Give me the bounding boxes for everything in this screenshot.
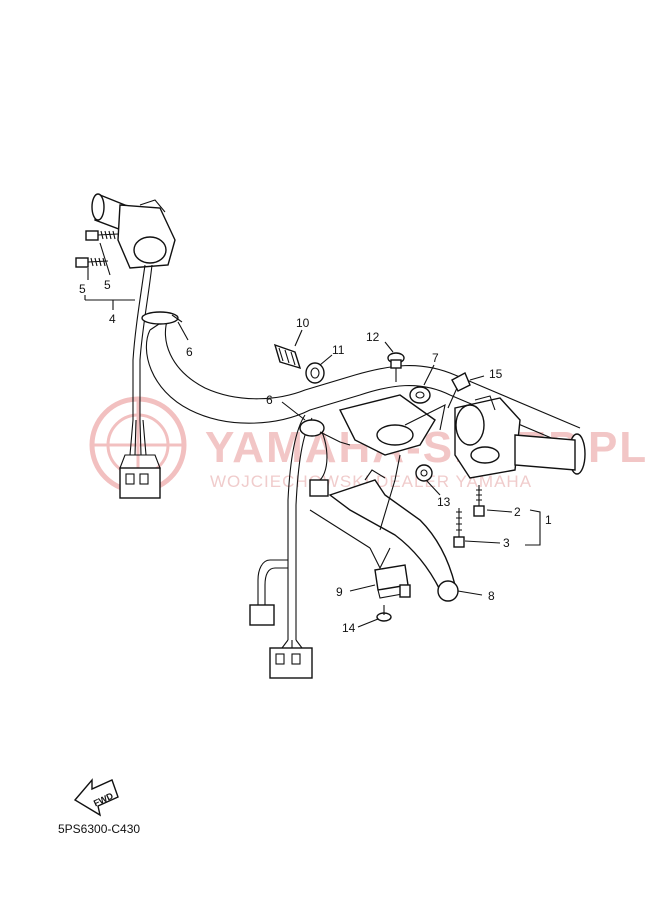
callout-6-left: 6: [186, 345, 193, 359]
screw-5-lower: [75, 257, 109, 268]
wire-band-left: [141, 311, 183, 325]
pivot-bolt-12: [387, 352, 405, 382]
screw-15: [447, 372, 471, 409]
callout-2: 2: [514, 505, 521, 519]
callout-8: 8: [488, 589, 495, 603]
diagram-code: 5PS6300-C430: [58, 822, 140, 836]
screw-14: [376, 605, 392, 622]
left-switch-wire: [119, 264, 161, 499]
callout-1: 1: [545, 513, 552, 527]
screw-3: [453, 508, 465, 548]
screw-5-upper: [85, 230, 119, 241]
collar-7: [409, 386, 431, 404]
callout-11: 11: [332, 343, 345, 357]
clutch-lever: [328, 469, 459, 602]
callout-12: 12: [366, 330, 380, 344]
fwd-arrow-icon: FWD: [73, 778, 119, 817]
screw-2: [473, 485, 485, 517]
callout-15: 15: [489, 367, 503, 381]
callout-9: 9: [336, 585, 343, 599]
clutch-switch: [374, 564, 411, 599]
callout-6-center: 6: [266, 393, 273, 407]
callout-3: 3: [503, 536, 510, 550]
callout-7: 7: [432, 351, 439, 365]
right-handlebar-switch: [454, 395, 521, 479]
callout-5a: 5: [79, 282, 86, 296]
locknut-11: [305, 362, 325, 384]
callout-10: 10: [296, 316, 310, 330]
throttle-grip: [514, 434, 576, 471]
adjuster-bolt-10: [273, 343, 302, 370]
clutch-lever-holder: [338, 394, 446, 456]
wire-band-center: [299, 419, 351, 446]
nut-13: [415, 464, 433, 482]
callout-5b: 5: [104, 278, 111, 292]
harness-wires: [249, 414, 329, 679]
callout-labels: 1 2 3 4 5 5 6 6 7 8 9 10 11 12 13 14 15: [79, 278, 552, 635]
callout-13: 13: [437, 495, 451, 509]
leader-lines: [84, 242, 541, 628]
left-handlebar-switch: [91, 193, 176, 269]
callout-14: 14: [342, 621, 356, 635]
callout-4: 4: [109, 312, 116, 326]
